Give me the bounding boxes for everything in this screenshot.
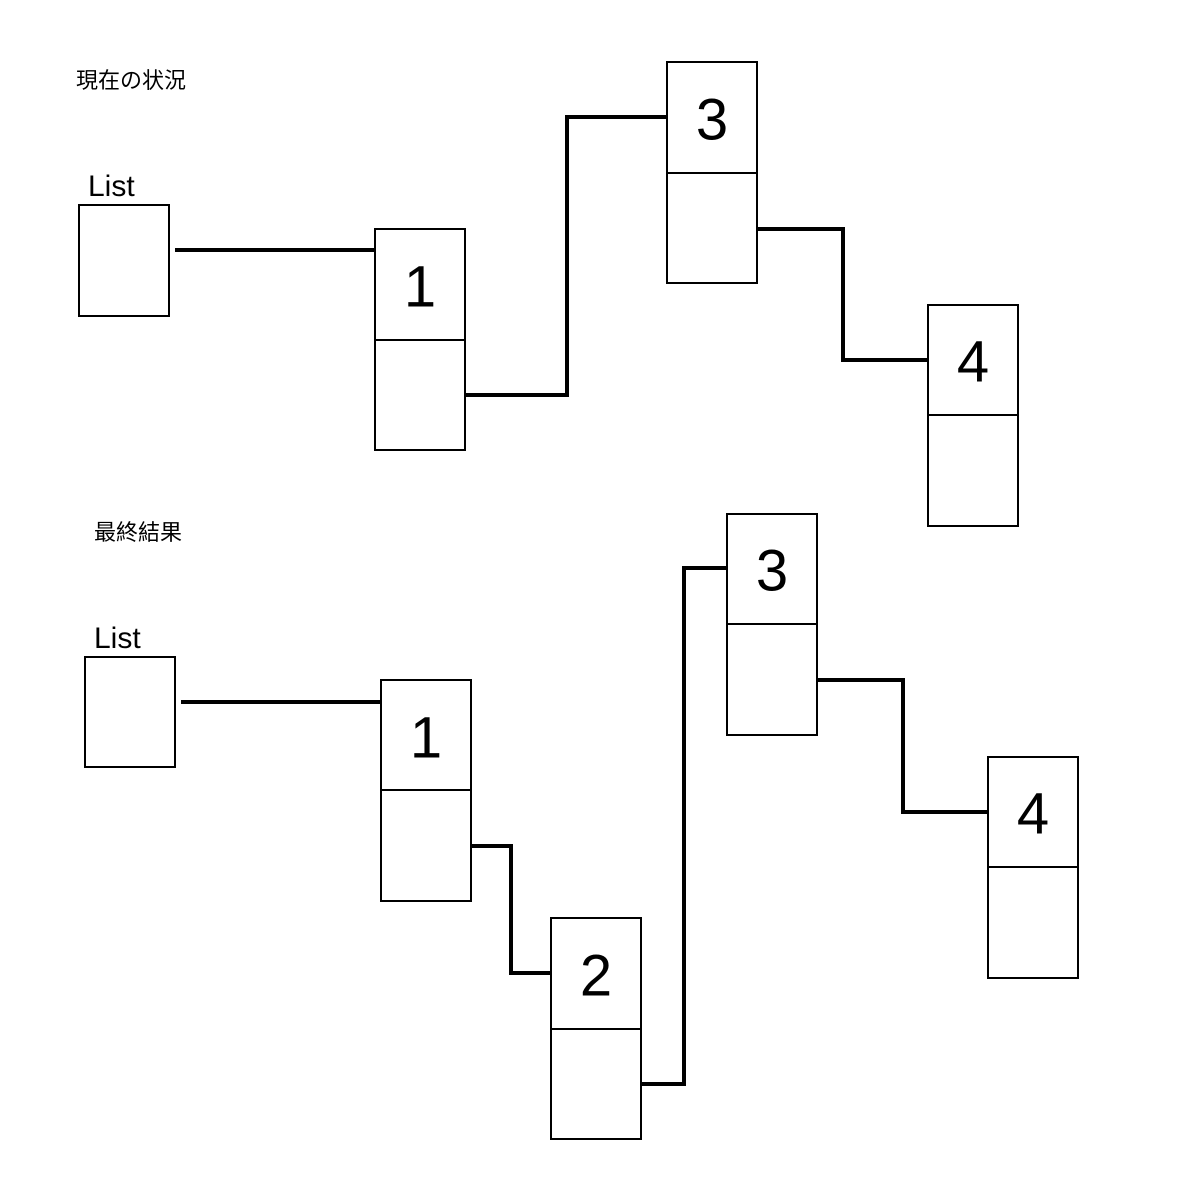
node-value: 3 bbox=[756, 539, 788, 604]
node-3: 3 bbox=[666, 61, 758, 284]
node-4: 4 bbox=[927, 304, 1019, 527]
link-2-to-3 bbox=[641, 566, 727, 1086]
link-3-to-4 bbox=[817, 678, 988, 814]
node-1: 1 bbox=[374, 228, 466, 451]
list-head-box bbox=[78, 204, 170, 317]
list-head-box bbox=[84, 656, 176, 768]
node-value: 1 bbox=[410, 706, 442, 771]
current-state-section: 現在の状況 List 1 3 4 bbox=[76, 61, 1019, 527]
node-value: 3 bbox=[696, 88, 728, 153]
section-title-current: 現在の状況 bbox=[76, 69, 186, 94]
link-3-to-4 bbox=[757, 227, 928, 362]
node-4: 4 bbox=[987, 756, 1079, 979]
node-1: 1 bbox=[380, 679, 472, 902]
node-value: 4 bbox=[957, 330, 989, 395]
node-2: 2 bbox=[550, 917, 642, 1140]
list-label: List bbox=[88, 170, 135, 203]
link-1-to-2 bbox=[471, 844, 551, 975]
final-result-section: 最終結果 List 1 2 3 4 bbox=[84, 513, 1079, 1140]
node-value: 2 bbox=[580, 944, 612, 1009]
node-3: 3 bbox=[726, 513, 818, 736]
list-label: List bbox=[94, 622, 141, 655]
link-1-to-3 bbox=[465, 115, 667, 397]
section-title-final: 最終結果 bbox=[94, 521, 182, 546]
node-value: 1 bbox=[404, 255, 436, 320]
node-value: 4 bbox=[1017, 782, 1049, 847]
